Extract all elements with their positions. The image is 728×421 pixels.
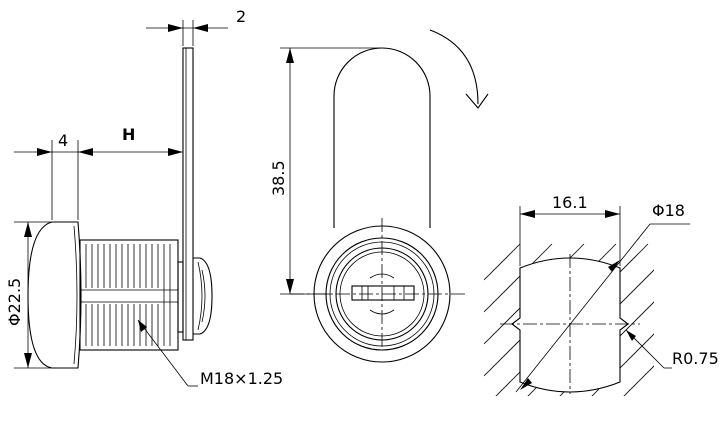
leader-thread-spec: M18×1.25	[137, 319, 283, 388]
label-cam-length: 38.5	[269, 160, 288, 196]
label-corner-radius: R0.75	[672, 349, 719, 368]
side-view: 2 4 H Φ22.5 M18×1.25	[5, 7, 283, 388]
cam-plate	[182, 47, 194, 341]
flange	[27, 221, 82, 369]
threaded-barrel	[79, 239, 179, 351]
dim-plate-thickness: 2	[146, 7, 246, 46]
dim-cutout-diameter: Φ18	[515, 201, 690, 393]
dim-cutout-width: 16.1	[519, 193, 621, 266]
cam-outline	[333, 47, 431, 228]
label-cutout-width: 16.1	[552, 193, 588, 212]
front-view: 38.5	[269, 29, 489, 363]
key-slot	[351, 285, 415, 301]
label-flange-diameter: Φ22.5	[5, 278, 24, 326]
cutout-view: 16.1 Φ18 R0.75	[484, 193, 719, 396]
dim-flange-and-length: 4 H	[14, 125, 183, 220]
label-length-h: H	[122, 125, 135, 144]
label-cutout-diameter: Φ18	[652, 201, 685, 220]
label-plate-thickness: 2	[236, 7, 246, 26]
label-thread-spec: M18×1.25	[200, 369, 283, 388]
rotation-arrow	[429, 29, 479, 105]
label-flange-thickness: 4	[58, 131, 68, 150]
dim-cam-length: 38.5	[269, 47, 382, 295]
dim-flange-diameter: Φ22.5	[5, 221, 52, 369]
leader-corner-radius: R0.75	[625, 329, 719, 369]
nut	[193, 257, 213, 335]
